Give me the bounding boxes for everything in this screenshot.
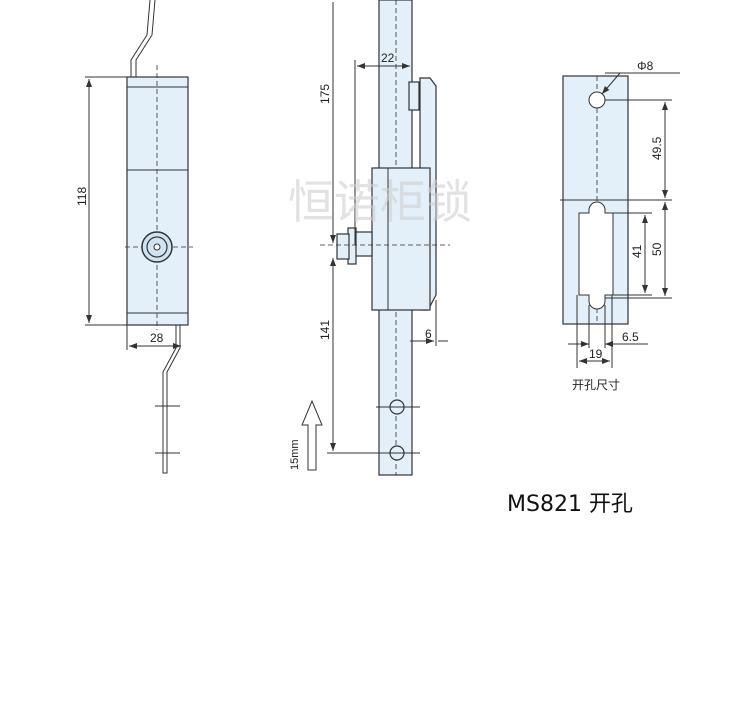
front-view: 118 28 bbox=[75, 0, 193, 474]
lower-dim: 141 bbox=[318, 320, 332, 340]
slot-total-dim: 50 bbox=[650, 242, 664, 256]
height-dim: 118 bbox=[75, 187, 89, 206]
model-caption: MS821 开孔 bbox=[507, 492, 633, 517]
slot-width-dim: 19 bbox=[589, 347, 603, 361]
upper-rod bbox=[130, 0, 151, 77]
slot-offset-dim: 6.5 bbox=[622, 330, 639, 344]
slot-inner-dim: 41 bbox=[630, 244, 644, 258]
lower-rod bbox=[162, 325, 181, 474]
upper-dim: 175 bbox=[318, 84, 332, 104]
up-arrow-icon bbox=[301, 399, 323, 471]
travel-label: 15mm bbox=[289, 439, 301, 470]
hole-dim: Φ8 bbox=[637, 59, 654, 73]
width-dim: 28 bbox=[150, 331, 164, 345]
slot-cutout bbox=[578, 201, 614, 310]
pitch-dim: 49.5 bbox=[650, 136, 664, 160]
side-view: 175 141 22 6 15mm 恒诺柜锁 bbox=[288, 0, 472, 476]
watermark: 恒诺柜锁 bbox=[288, 175, 472, 229]
round-hole bbox=[588, 91, 606, 109]
nut bbox=[336, 233, 350, 260]
offset-dim: 22 bbox=[381, 51, 395, 65]
lock-housing bbox=[371, 167, 431, 311]
lock-body bbox=[126, 76, 189, 326]
cutout-label: 开孔尺寸 bbox=[572, 378, 620, 392]
cutout-view: Φ8 49.5 50 41 6.5 19 开孔尺寸 bbox=[560, 59, 680, 392]
tip-dim: 6 bbox=[425, 327, 432, 341]
